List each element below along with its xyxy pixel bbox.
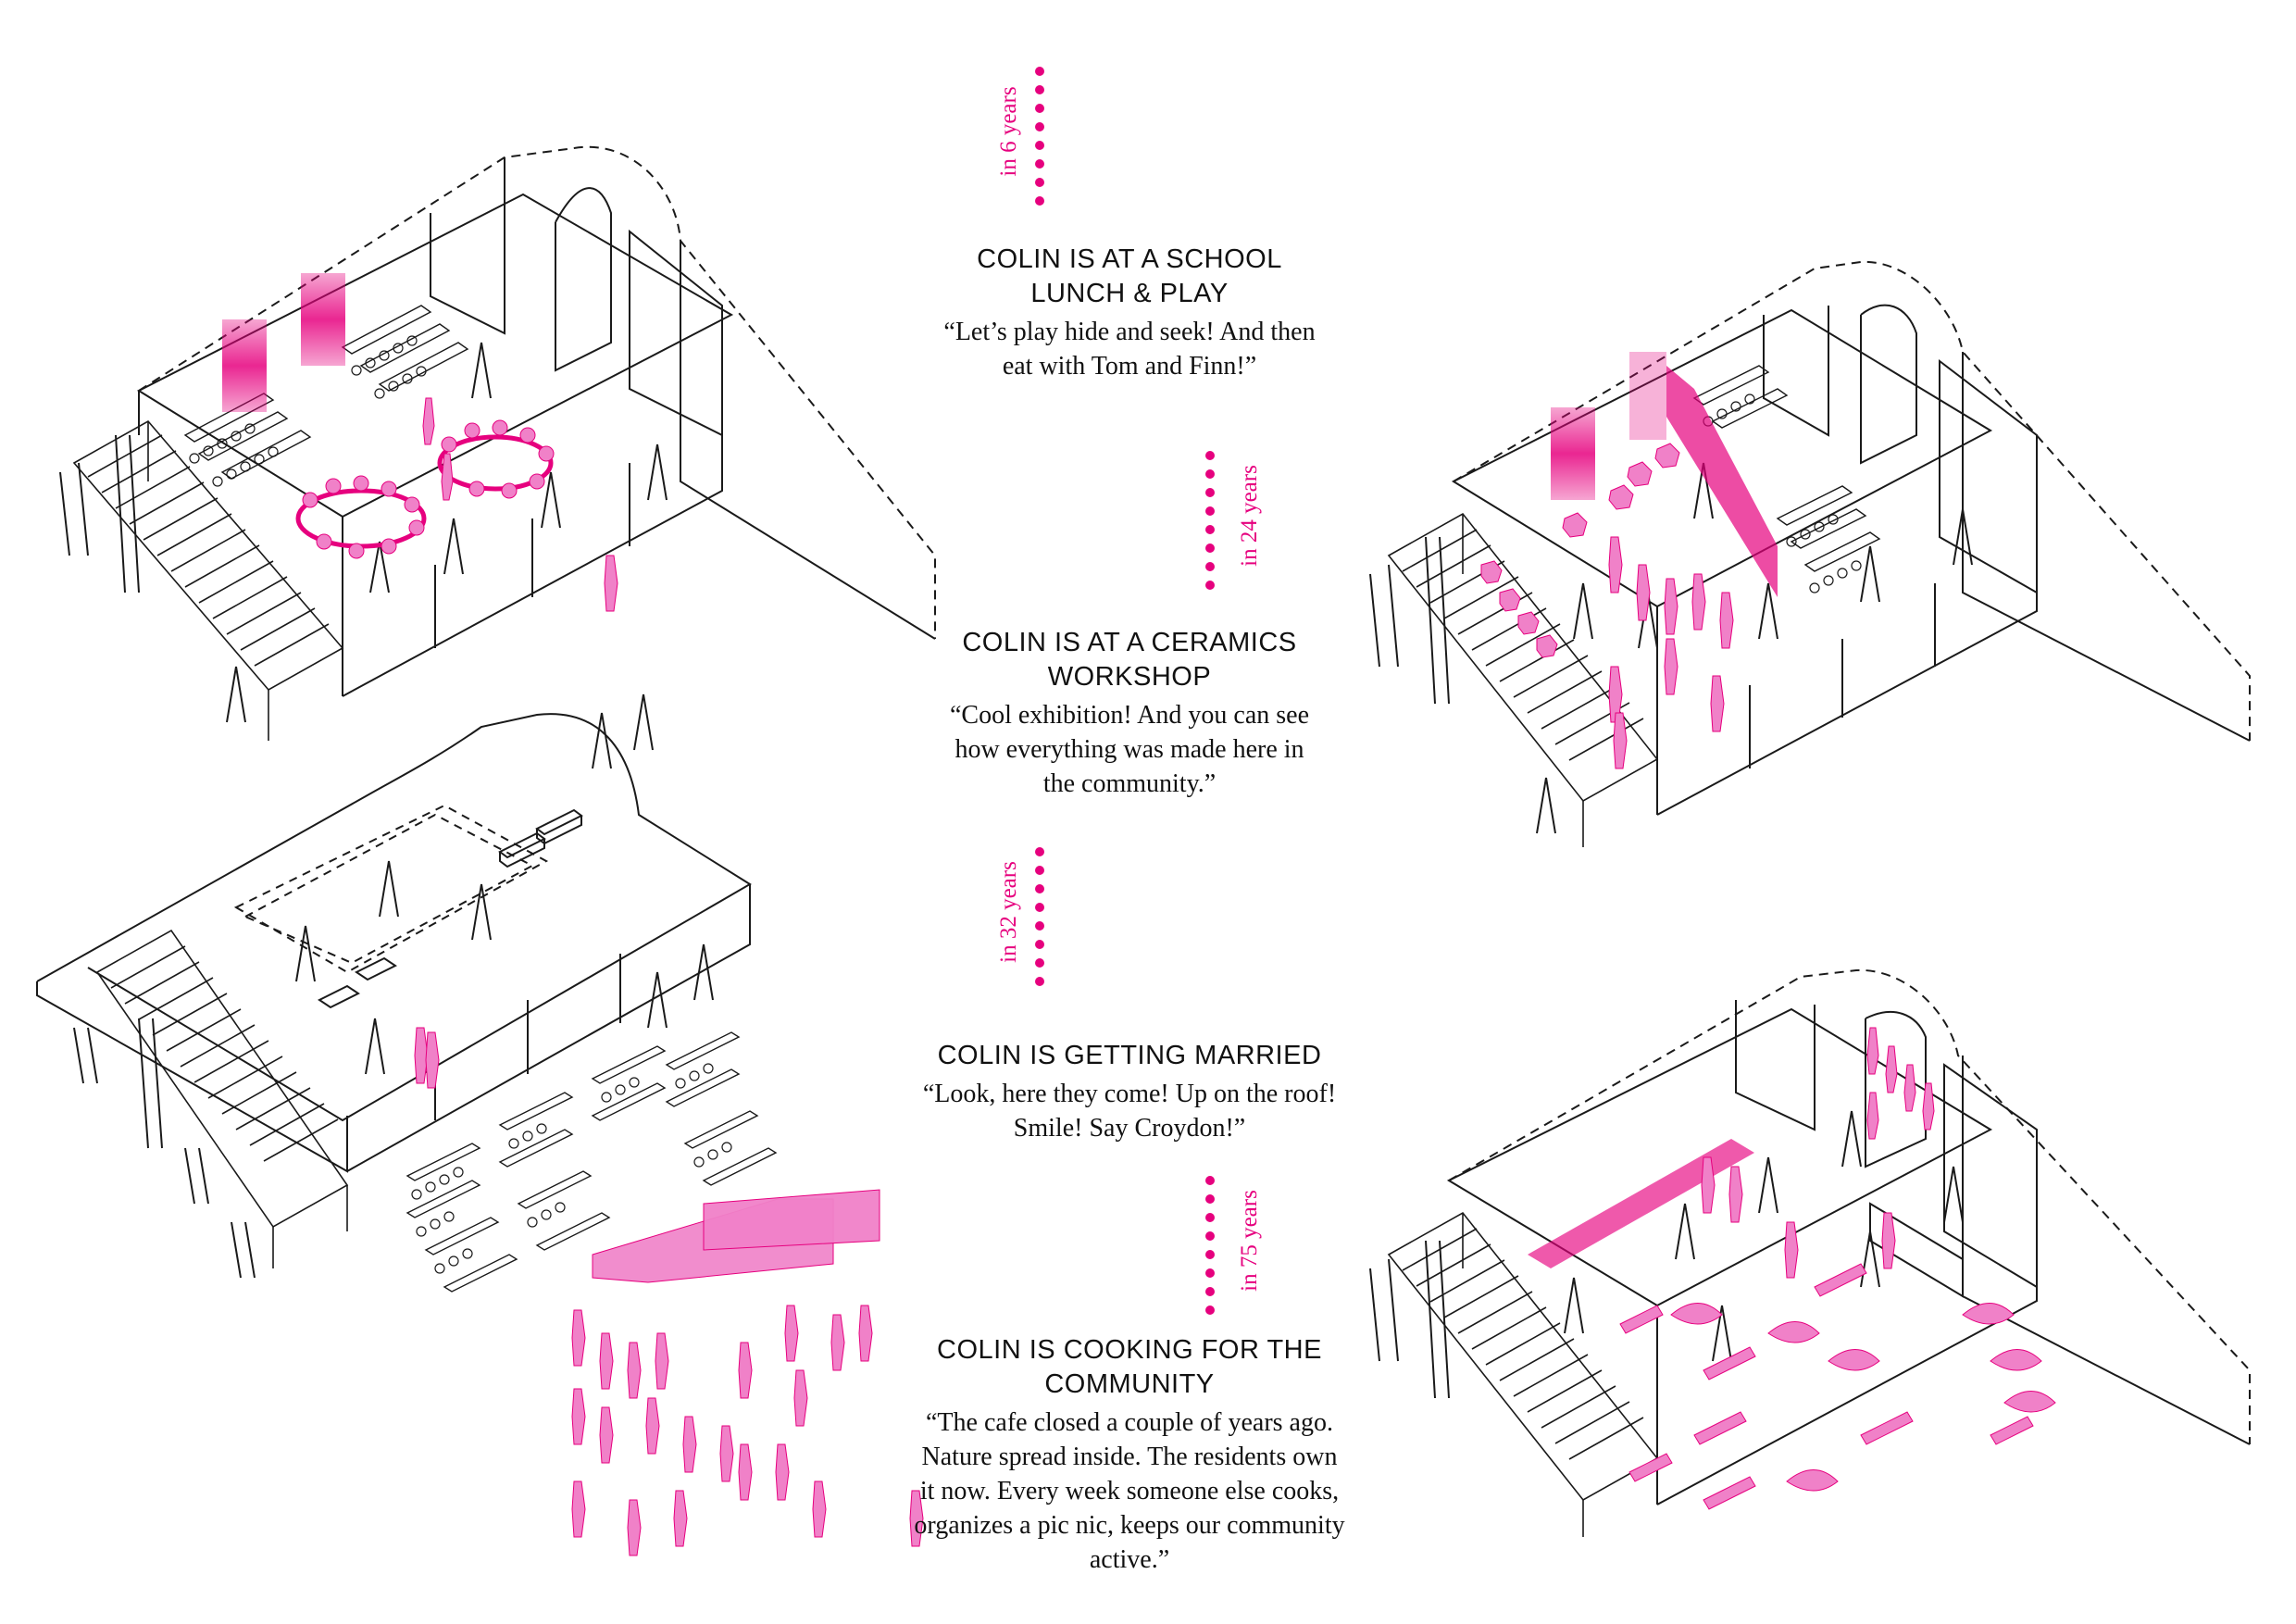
story-title: COLIN IS AT A CERAMICS WORKSHOP bbox=[962, 628, 1297, 692]
story-getting-married: COLIN IS GETTING MARRIED “Look, here the… bbox=[921, 1039, 1338, 1145]
drawing-wedding-rooftop bbox=[36, 693, 924, 1556]
timeline-marker-24-years: in 24 years bbox=[1204, 451, 1262, 590]
timeline-label: in 24 years bbox=[1237, 465, 1262, 567]
story-quote: “Look, here they come! Up on the roof! S… bbox=[922, 1080, 1337, 1143]
story-title: COLIN IS AT A SCHOOL LUNCH & PLAY bbox=[977, 244, 1282, 308]
story-community-cooking: COLIN IS COOKING FOR THE COMMUNITY “The … bbox=[912, 1333, 1347, 1577]
story-ceramics-workshop: COLIN IS AT A CERAMICS WORKSHOP “Cool ex… bbox=[940, 626, 1319, 801]
timeline-label: in 75 years bbox=[1237, 1190, 1262, 1292]
dotted-line-icon bbox=[1033, 67, 1046, 206]
timeline-marker-75-years: in 75 years bbox=[1204, 1176, 1262, 1315]
dotted-line-icon bbox=[1204, 1176, 1217, 1315]
dotted-line-icon bbox=[1204, 451, 1217, 590]
story-title: COLIN IS GETTING MARRIED bbox=[937, 1041, 1322, 1070]
drawing-community-cooking bbox=[1369, 968, 2251, 1537]
timeline-label: in 6 years bbox=[996, 86, 1021, 177]
dotted-line-icon bbox=[1033, 847, 1046, 986]
story-quote: “The cafe closed a couple of years ago. … bbox=[914, 1408, 1345, 1574]
story-title: COLIN IS COOKING FOR THE COMMUNITY bbox=[937, 1335, 1322, 1399]
timeline-marker-32-years: in 32 years bbox=[991, 847, 1046, 986]
timeline-marker-6-years: in 6 years bbox=[991, 67, 1046, 206]
story-quote: “Cool exhibition! And you can see how ev… bbox=[949, 701, 1310, 798]
drawing-ceramics-workshop bbox=[1369, 260, 2251, 847]
timeline-label: in 32 years bbox=[996, 861, 1021, 963]
drawing-school-lunch-play bbox=[59, 145, 936, 741]
story-quote: “Let’s play hide and seek! And then eat … bbox=[943, 318, 1316, 381]
story-school-lunch: COLIN IS AT A SCHOOL LUNCH & PLAY “Let’s… bbox=[930, 243, 1329, 383]
